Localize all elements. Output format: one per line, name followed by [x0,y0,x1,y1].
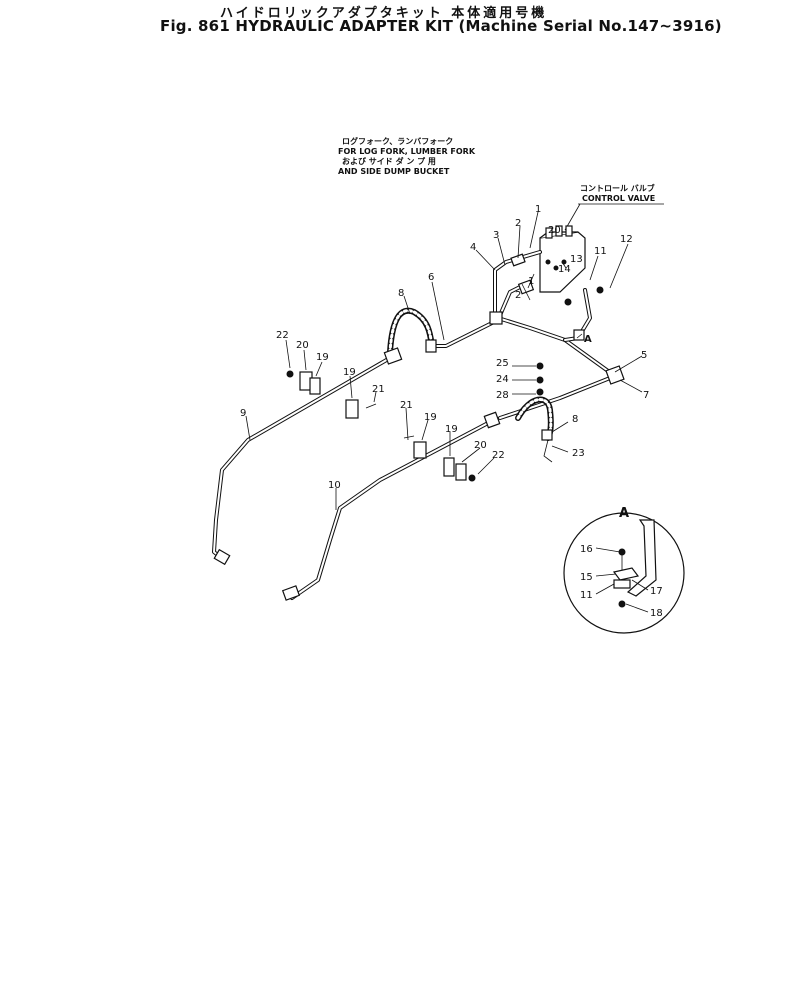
detail-marker-a: A [584,334,592,345]
caption-fork-jp: ログフォーク、ランバフォーク [342,136,453,146]
caption-valve-jp: コントロール バルブ [580,183,655,193]
part-number: 22 [492,450,505,461]
part-number: 9 [240,408,246,419]
part-number: 21 [372,384,385,395]
part-number: 10 [328,480,341,491]
washers [536,362,544,396]
part-number-labels: 1 2 3 4 20 11 12 13 14 1 2 6 8 5 7 8 23 … [240,204,663,619]
part-number: 7 [643,390,649,401]
part-number: 22 [276,330,289,341]
hose-8-upper [387,307,435,355]
leader-lines [245,211,649,613]
part-number: 18 [650,608,663,619]
figure-title: Fig. 861 HYDRAULIC ADAPTER KIT (Machine … [160,17,722,35]
part-number: 17 [650,586,663,597]
part-number: 12 [620,234,633,245]
part-number: 23 [572,448,585,459]
part-number: 19 [445,424,458,435]
part-number: 3 [493,230,499,241]
clamps [286,370,476,482]
part-number: 2 [515,218,521,229]
caption-fork-en: FOR LOG FORK, LUMBER FORK [338,147,476,156]
part-number: 8 [398,288,404,299]
detail-view-a [563,512,685,634]
fittings [213,253,625,601]
part-number: 1 [535,204,541,215]
caption-bucket-jp: および サイド ダ ン プ 用 [342,156,436,166]
part-number: 11 [594,246,607,257]
part-number: 14 [558,264,571,275]
part-number: 16 [580,544,593,555]
part-number: 19 [424,412,437,423]
part-number: 15 [580,572,593,583]
part-number: 20 [474,440,487,451]
detail-view-label: A [619,506,629,521]
control-valve [539,225,586,293]
caption-valve-en: CONTROL VALVE [582,194,655,203]
detail-marker-arrow [576,333,583,339]
part-number: 2 [515,290,521,301]
pipe-network [212,250,617,600]
part-number: 25 [496,358,509,369]
part-number: 4 [470,242,476,253]
part-number: 6 [428,272,434,283]
part-number: 19 [343,367,356,378]
part-number: 11 [580,590,593,601]
part-number: 20 [548,225,561,236]
part-number: 13 [570,254,583,265]
part-number: 28 [496,390,509,401]
part-number: 19 [316,352,329,363]
part-number: 21 [400,400,413,411]
part-number: 5 [641,350,647,361]
part-number: 1 [528,276,534,287]
caption-bucket-en: AND SIDE DUMP BUCKET [338,167,450,176]
pipe-23 [543,439,553,463]
part-number: 20 [296,340,309,351]
part-number: 24 [496,374,509,385]
title-japanese: ハイドロリックアダプタキット 本体適用号機 [220,6,548,21]
part-number: 8 [572,414,578,425]
